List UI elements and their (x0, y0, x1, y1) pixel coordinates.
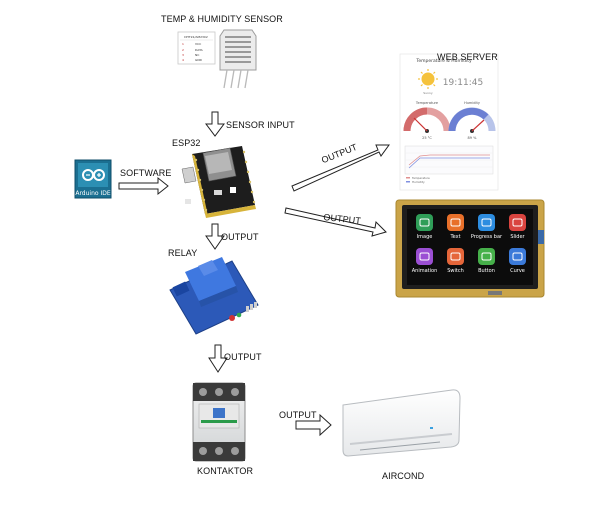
software-label: SOFTWARE (120, 168, 172, 178)
gauge-humidity-title: Humidity (464, 101, 480, 105)
web-server-label: WEB SERVER (437, 52, 498, 62)
image-icon (416, 214, 433, 231)
arrow-contactor-to-aircond (295, 413, 332, 437)
dht-sensor-image: DHT22/AM2302 1 VCC 2 DATA 3 NC 4 GND (177, 29, 257, 89)
web-server-page-title: Temperature & Humidity (415, 58, 472, 64)
pin-row-1: 1 (182, 42, 184, 46)
slider-icon (509, 214, 526, 231)
svg-text:4: 4 (182, 58, 184, 62)
weather-label: Sunny (423, 91, 433, 95)
svg-text:DHT22/AM2302: DHT22/AM2302 (184, 35, 208, 39)
output-relay-label: OUTPUT (221, 232, 259, 242)
svg-text:2: 2 (182, 48, 184, 52)
button-icon-glyph (481, 252, 492, 261)
clock-readout: 19:11:45 (443, 78, 483, 88)
display-tile-label: Animation (412, 268, 438, 274)
contactor-image (192, 382, 246, 462)
display-tile-label: Progress bar (471, 234, 503, 240)
aircond-image (342, 389, 461, 457)
relay-module-image (169, 257, 259, 335)
slider-icon-glyph (512, 218, 523, 227)
legend-temperature: Temperature (411, 176, 430, 180)
relay-label: RELAY (168, 248, 198, 258)
svg-text:NC: NC (195, 53, 199, 57)
display-tile-label: Switch (447, 268, 464, 274)
curve-icon-glyph (512, 252, 523, 261)
display-tile-label: Image (417, 234, 433, 240)
display-tile-label: Text (449, 234, 460, 240)
arrow-esp32-to-display (284, 207, 387, 237)
gauge-temperature-title: Temperature (415, 101, 438, 105)
esp32-label: ESP32 (172, 138, 201, 148)
progress-bar-icon-glyph (481, 218, 492, 227)
arrow-software-to-esp32 (118, 176, 169, 196)
aircond-label: AIRCOND (382, 471, 425, 481)
output-aircond-label: OUTPUT (279, 410, 317, 420)
arrow-esp32-to-relay (205, 223, 225, 250)
arrow-relay-to-contactor (208, 344, 228, 373)
svg-text:VCC: VCC (195, 42, 201, 46)
progress-bar-icon (478, 214, 495, 231)
curve-icon (509, 248, 526, 265)
gauge-temperature-value: 25 °C (422, 136, 432, 140)
sun-icon (418, 69, 438, 89)
humidity-gauge (448, 107, 496, 133)
sensor-label: TEMP & HUMIDITY SENSOR (161, 14, 283, 24)
text-icon (447, 214, 464, 231)
svg-text:GND: GND (195, 58, 203, 62)
history-chart: Temperature Humidity (404, 145, 494, 184)
web-server-screenshot: Temperature & Humidity Sunny 19:11:45 Te… (399, 53, 499, 191)
sensor-pin-table: DHT22/AM2302 1 VCC 2 DATA 3 NC 4 GND (180, 35, 213, 62)
display-tile-label: Curve (510, 268, 525, 274)
switch-icon (447, 248, 464, 265)
gauge-humidity-value: 89 % (468, 136, 478, 140)
contactor-label: KONTAKTOR (197, 466, 254, 476)
temperature-gauge (403, 107, 451, 133)
esp32-board-image (181, 146, 256, 218)
arduino-ide-logo: Arduino IDE (74, 159, 112, 199)
output-contactor-label: OUTPUT (224, 352, 262, 362)
legend-humidity: Humidity (412, 180, 425, 184)
display-tile-label: Button (478, 268, 495, 274)
image-icon-glyph (419, 218, 430, 227)
display-tile-label: Slider (510, 234, 525, 240)
animation-icon (416, 248, 433, 265)
arrow-esp32-to-web-server (291, 144, 390, 192)
arrow-sensor-to-esp32 (205, 111, 225, 137)
svg-text:3: 3 (182, 53, 184, 57)
arduino-ide-logo-text: Arduino IDE (75, 190, 111, 197)
animation-icon-glyph (419, 252, 430, 261)
text-icon-glyph (450, 218, 461, 227)
button-icon (478, 248, 495, 265)
sensor-input-label: SENSOR INPUT (226, 120, 295, 130)
switch-icon-glyph (450, 252, 461, 261)
svg-text:DATA: DATA (195, 48, 204, 52)
